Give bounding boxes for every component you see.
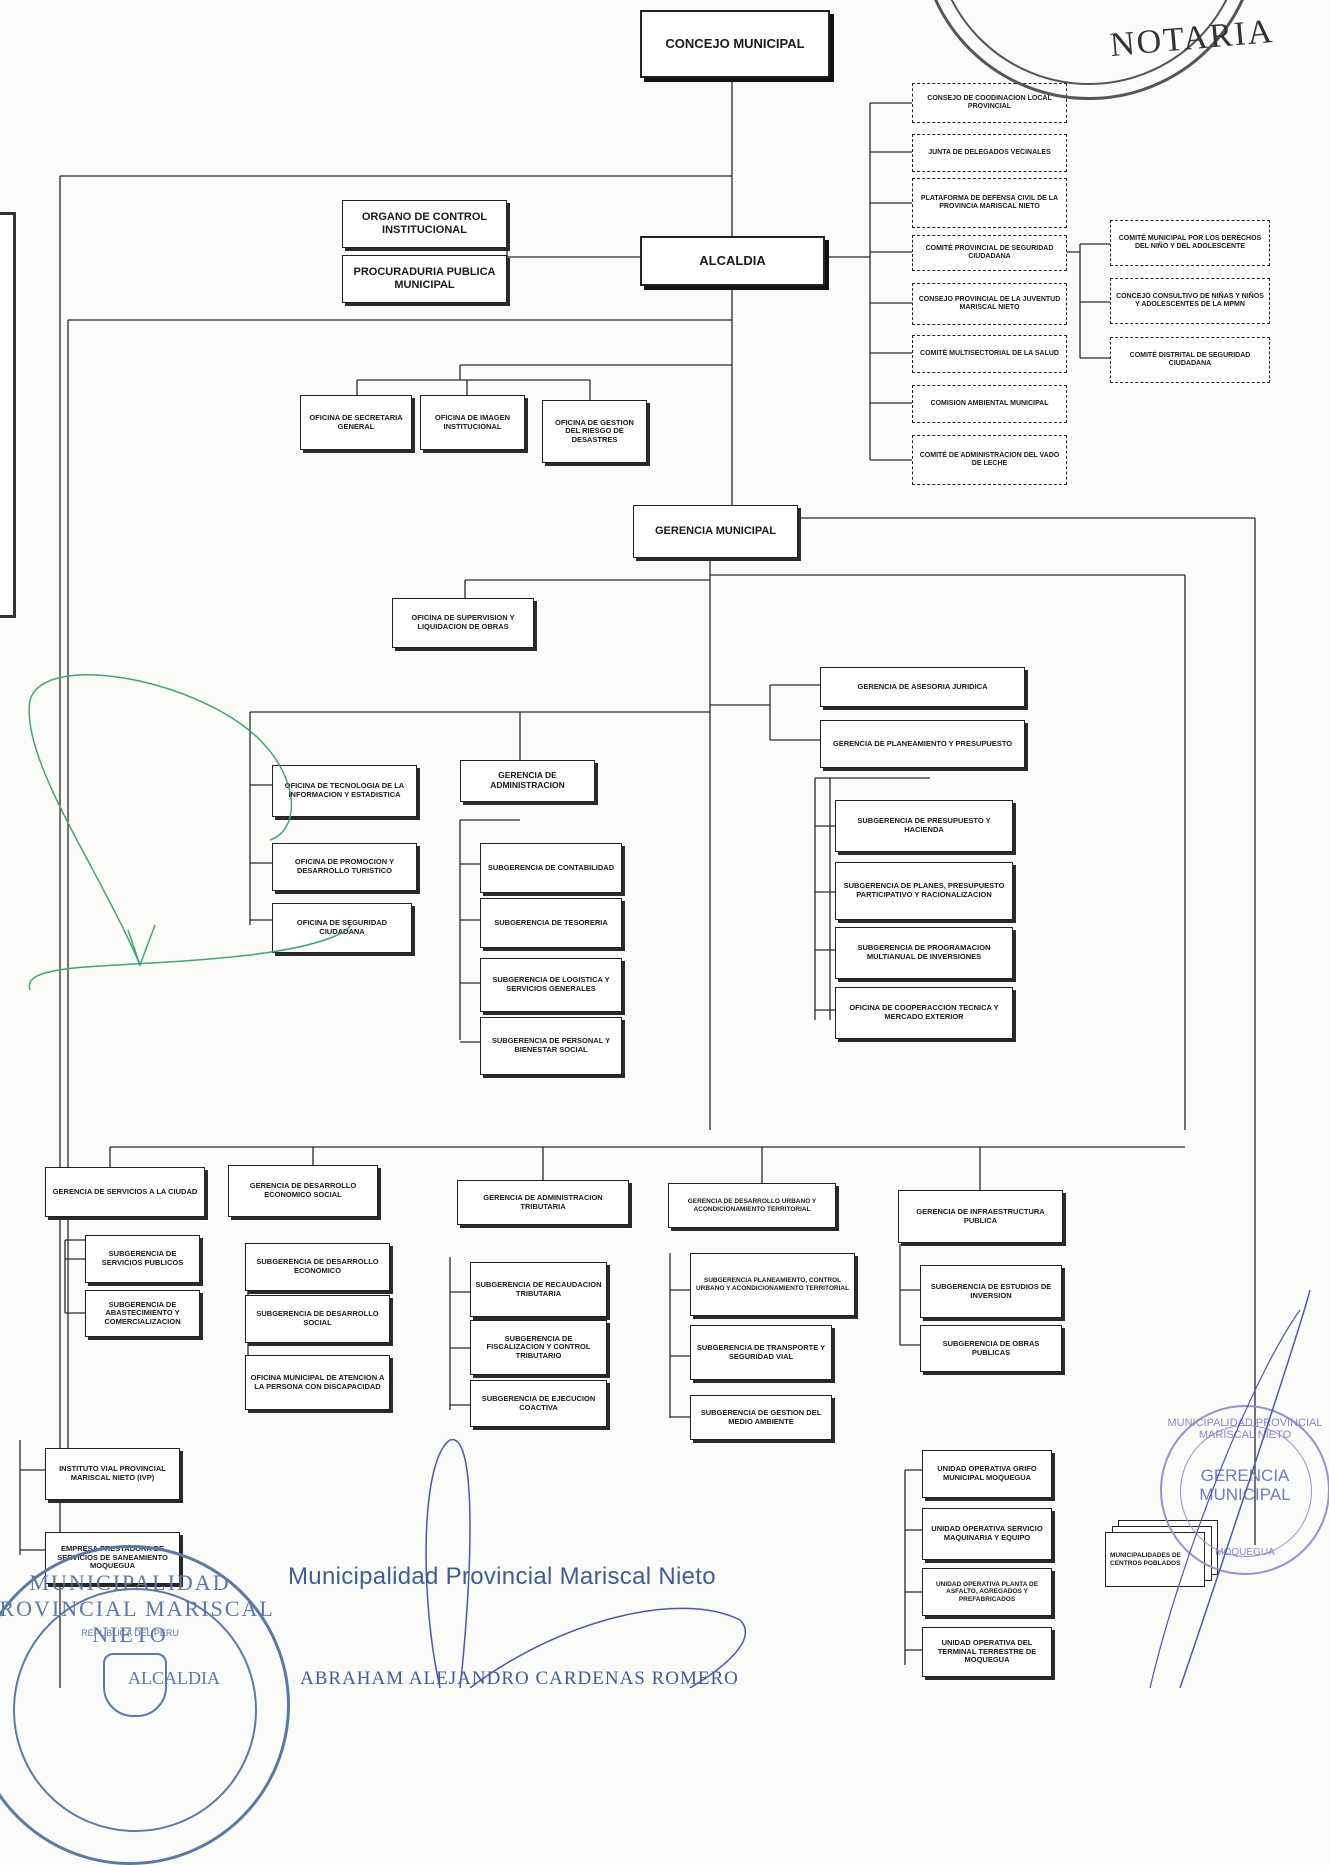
oficina-supervision-box: OFICINA DE SUPERVISION Y LIQUIDACION DE …: [392, 598, 534, 648]
oficina-tecnologia-box: OFICINA DE TECNOLOGIA DE LA INFORMACION …: [272, 765, 417, 817]
subgerencia-servicios-publicos-box: SUBGERENCIA DE SERVICIOS PUBLICOS: [85, 1235, 200, 1283]
subgerencia-personal-box: SUBGERENCIA DE PERSONAL Y BIENESTAR SOCI…: [480, 1017, 622, 1075]
gerencia-municipal-box: GERENCIA MUNICIPAL: [633, 505, 798, 558]
subgerencia-inversiones-box: SUBGERENCIA DE PROGRAMACION MULTIANUAL D…: [835, 927, 1013, 979]
instituto-vial-box: INSTITUTO VIAL PROVINCIAL MARISCAL NIETO…: [45, 1448, 180, 1500]
consultive-box: COMITÉ PROVINCIAL DE SEGURIDAD CIUDADANA: [912, 235, 1067, 271]
subgerencia-logistica-box: SUBGERENCIA DE LOGISTICA Y SERVICIOS GEN…: [480, 958, 622, 1012]
subgerencia-tesoreria-box: SUBGERENCIA DE TESORERIA: [480, 898, 622, 948]
subgerencia-planes-box: SUBGERENCIA DE PLANES, PRESUPUESTO PARTI…: [835, 862, 1013, 920]
municipalidad-footer: Municipalidad Provincial Mariscal Nieto: [288, 1563, 716, 1590]
signatory-name: ABRAHAM ALEJANDRO CARDENAS ROMERO: [300, 1668, 739, 1689]
consultive-box: COMISION AMBIENTAL MUNICIPAL: [912, 385, 1067, 423]
gerencia-seal: MUNICIPALIDAD PROVINCIAL MARISCAL NIETO …: [1160, 1405, 1329, 1575]
subgerencia-medio-ambiente-box: SUBGERENCIA DE GESTION DEL MEDIO AMBIENT…: [690, 1395, 832, 1440]
oficina-imagen-box: OFICINA DE IMAGEN INSTITUCIONAL: [420, 395, 525, 450]
subgerencia-fiscalizacion-box: SUBGERENCIA DE FISCALIZACION Y CONTROL T…: [470, 1320, 607, 1375]
unidad-grifo-box: UNIDAD OPERATIVA GRIFO MUNICIPAL MOQUEGU…: [922, 1450, 1052, 1498]
oficina-turismo-box: OFICINA DE PROMOCION Y DESARROLLO TURIST…: [272, 843, 417, 891]
gerencia-administracion-box: GERENCIA DE ADMINISTRACION: [460, 760, 595, 802]
subgerencia-transporte-box: SUBGERENCIA DE TRANSPORTE Y SEGURIDAD VI…: [690, 1325, 832, 1380]
consultive-right-box: COMITÉ DISTRITAL DE SEGURIDAD CIUDADANA: [1110, 337, 1270, 383]
seal-right-center-text: GERENCIA MUNICIPAL: [1199, 1466, 1291, 1504]
oficina-discapacidad-box: OFICINA MUNICIPAL DE ATENCION A LA PERSO…: [245, 1355, 390, 1410]
gerencia-desarrollo-urbano-box: GERENCIA DE DESARROLLO URBANO Y ACONDICI…: [668, 1183, 836, 1228]
gerencia-servicios-box: GERENCIA DE SERVICIOS A LA CIUDAD: [45, 1167, 205, 1217]
subgerencia-planeamiento-urbano-box: SUBGERENCIA PLANEAMIENTO, CONTROL URBANO…: [690, 1253, 855, 1316]
oficina-seguridad-box: OFICINA DE SEGURIDAD CIUDADANA: [272, 903, 412, 953]
subgerencia-abastecimiento-box: SUBGERENCIA DE ABASTECIMIENTO Y COMERCIA…: [85, 1290, 200, 1337]
subgerencia-contabilidad-box: SUBGERENCIA DE CONTABILIDAD: [480, 843, 622, 893]
subgerencia-desarrollo-social-box: SUBGERENCIA DE DESARROLLO SOCIAL: [245, 1295, 390, 1343]
oficina-secretaria-box: OFICINA DE SECRETARIA GENERAL: [300, 395, 412, 450]
consultive-box: COMITÉ DE ADMINISTRACION DEL VADO DE LEC…: [912, 435, 1067, 485]
gerencia-infraestructura-box: GERENCIA DE INFRAESTRUCTURA PUBLICA: [898, 1190, 1063, 1243]
seal-left-ring-text: MUNICIPALIDAD PROVINCIAL MARISCAL NIETO: [0, 1570, 275, 1647]
organo-control-box: ORGANO DE CONTROL INSTITUCIONAL: [342, 200, 507, 248]
subgerencia-estudios-box: SUBGERENCIA DE ESTUDIOS DE INVERSION: [920, 1265, 1062, 1318]
consultive-box: JUNTA DE DELEGADOS VECINALES: [912, 134, 1067, 172]
gerencia-asesoria-box: GERENCIA DE ASESORIA JURIDICA: [820, 667, 1025, 707]
concejo-municipal-box: CONCEJO MUNICIPAL: [640, 10, 830, 78]
gerencia-planeamiento-box: GERENCIA DE PLANEAMIENTO Y PRESUPUESTO: [820, 720, 1025, 768]
gerencia-tributaria-box: GERENCIA DE ADMINISTRACION TRIBUTARIA: [457, 1180, 629, 1225]
consultive-box: CONSEJO PROVINCIAL DE LA JUVENTUD MARISC…: [912, 283, 1067, 325]
subgerencia-coactiva-box: SUBGERENCIA DE EJECUCION COACTIVA: [470, 1380, 607, 1427]
seal-left-bottom-text: ALCALDIA: [128, 1668, 220, 1688]
seal-right-ring-text: MUNICIPALIDAD PROVINCIAL MARISCAL NIETO: [1167, 1417, 1323, 1441]
consultive-box: COMITÉ MULTISECTORIAL DE LA SALUD: [912, 335, 1067, 373]
procuraduria-box: PROCURADURIA PUBLICA MUNICIPAL: [342, 255, 507, 303]
subgerencia-obras-box: SUBGERENCIA DE OBRAS PUBLICAS: [920, 1325, 1062, 1372]
seal-right-bottom-text: MOQUEGUA: [1215, 1547, 1275, 1558]
page-edge-frame: [0, 212, 16, 618]
consultive-box: PLATAFORMA DE DEFENSA CIVIL DE LA PROVIN…: [912, 178, 1067, 228]
alcaldia-seal: MUNICIPALIDAD PROVINCIAL MARISCAL NIETO …: [0, 1545, 290, 1865]
unidad-asfalto-box: UNIDAD OPERATIVA PLANTA DE ASFALTO, AGRE…: [922, 1568, 1052, 1616]
gerencia-desarrollo-economico-box: GERENCIA DE DESARROLLO ECONOMICO SOCIAL: [228, 1165, 378, 1217]
alcaldia-box: ALCALDIA: [640, 236, 825, 286]
subgerencia-presupuesto-box: SUBGERENCIA DE PRESUPUESTO Y HACIENDA: [835, 800, 1013, 852]
seal-left-country-text: REPUBLICA DEL PERU: [81, 1628, 179, 1638]
consultive-right-box: COMITÉ MUNICIPAL POR LOS DERECHOS DEL NI…: [1110, 220, 1270, 266]
consultive-right-box: CONCEJO CONSULTIVO DE NIÑAS Y NIÑOS Y AD…: [1110, 278, 1270, 324]
oficina-cooperacion-box: OFICINA DE COOPERACCION TECNICA Y MERCAD…: [835, 987, 1013, 1039]
unidad-terminal-box: UNIDAD OPERATIVA DEL TERMINAL TERRESTRE …: [922, 1627, 1052, 1677]
connector-lines: [19, 70, 1256, 1688]
subgerencia-desarrollo-economico-box: SUBGERENCIA DE DESARROLLO ECONOMICO: [245, 1243, 390, 1291]
subgerencia-recaudacion-box: SUBGERENCIA DE RECAUDACION TRIBUTARIA: [470, 1262, 607, 1317]
unidad-maquinaria-box: UNIDAD OPERATIVA SERVICIO MAQUINARIA Y E…: [922, 1508, 1052, 1560]
oficina-riesgo-box: OFICINA DE GESTION DEL RIESGO DE DESASTR…: [542, 400, 647, 463]
